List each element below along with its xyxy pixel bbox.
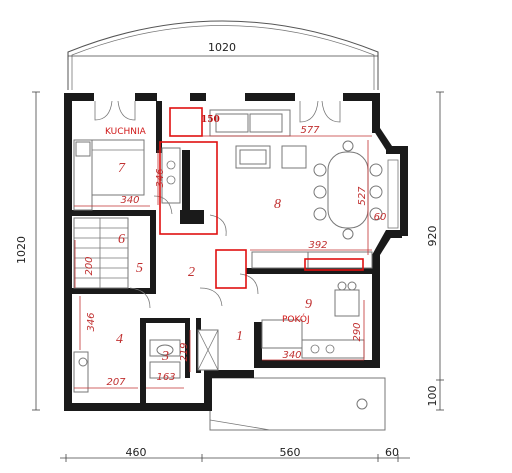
dim-340-room9: 340 <box>282 350 301 361</box>
highlight-fireplace <box>215 249 247 289</box>
room-number-7: 7 <box>118 161 126 176</box>
kitchen-furniture <box>73 100 181 211</box>
room-number-1: 1 <box>236 329 243 344</box>
dim-346-room4: 346 <box>86 312 97 331</box>
dim-bottom-right: 60 <box>385 446 399 459</box>
dim-150: 150 <box>201 115 220 125</box>
room-number-8: 8 <box>274 197 281 212</box>
dim-left-height: 1020 <box>15 236 28 264</box>
highlight-top <box>169 107 203 137</box>
label-pokoj: POKÓJ <box>282 313 310 325</box>
dim-right-bottom: 100 <box>426 386 439 407</box>
walls <box>64 93 408 411</box>
room-number-9: 9 <box>305 297 312 312</box>
outer-dimension-lines <box>32 91 444 462</box>
dim-392: 392 <box>308 240 327 251</box>
room-number-4: 4 <box>116 332 123 347</box>
label-kuchnia: KUCHNIA <box>105 127 147 137</box>
dim-346-kitchen: 346 <box>155 168 166 187</box>
dim-bottom-left: 460 <box>126 446 147 459</box>
dim-219: 219 <box>179 342 190 361</box>
fixtures <box>73 195 373 393</box>
dim-bottom-mid: 560 <box>280 446 301 459</box>
dim-340-kitchen: 340 <box>120 195 139 206</box>
dim-200: 200 <box>84 256 95 275</box>
highlight-chimney <box>159 141 218 235</box>
dim-207: 207 <box>106 377 126 388</box>
room-number-3: 3 <box>161 349 169 364</box>
room-number-6: 6 <box>118 232 125 247</box>
living-furniture <box>209 100 399 240</box>
porch <box>209 377 386 431</box>
room-dimension-lines <box>74 135 372 389</box>
highlight-wall <box>304 258 364 271</box>
dim-577: 577 <box>300 125 320 136</box>
stairs <box>73 217 129 289</box>
dim-right-height: 920 <box>426 226 439 247</box>
dim-163: 163 <box>156 372 175 383</box>
room-number-5: 5 <box>136 261 143 276</box>
terrace <box>67 20 379 90</box>
dim-527: 527 <box>357 186 368 206</box>
dim-60: 60 <box>374 212 387 223</box>
red-highlights <box>159 107 364 289</box>
dim-290: 290 <box>352 322 363 341</box>
room-number-2: 2 <box>188 265 195 280</box>
dim-top-width: 1020 <box>208 41 236 54</box>
